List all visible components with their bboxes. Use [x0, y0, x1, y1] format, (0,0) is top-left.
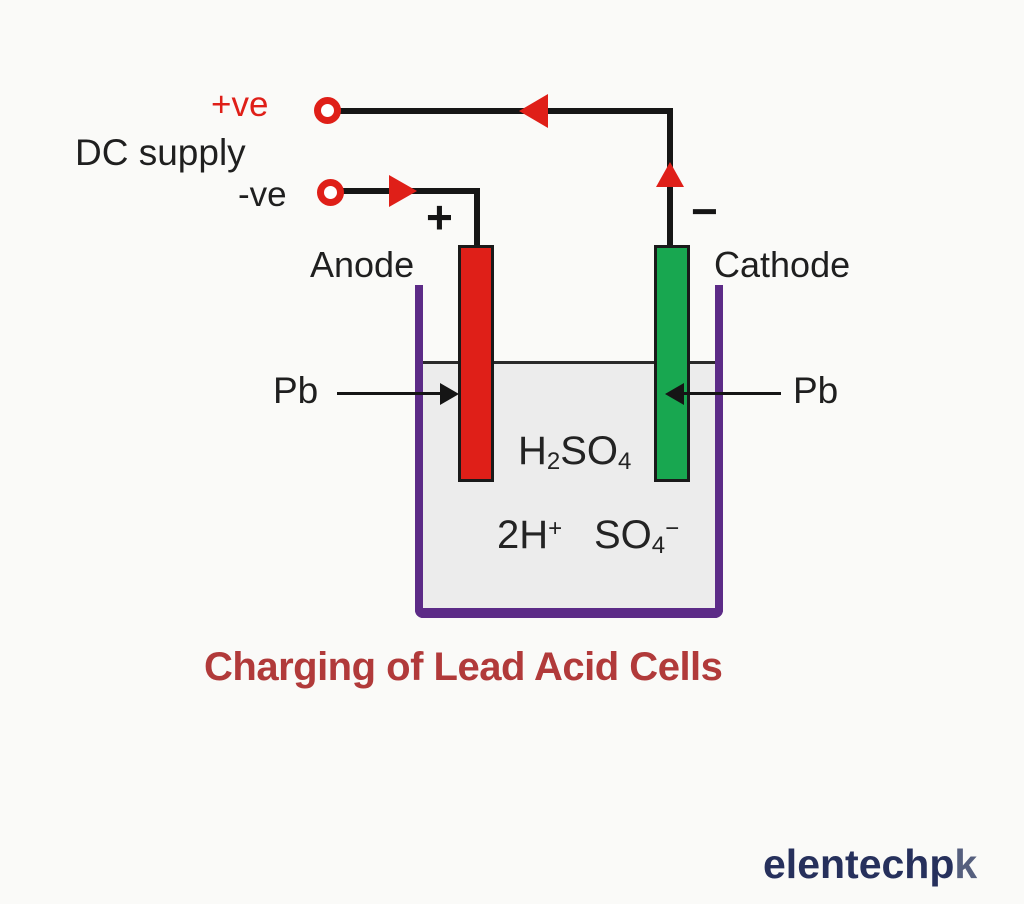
watermark-tail: k: [954, 841, 978, 887]
electrolyte-container: [415, 285, 723, 618]
watermark: elentechpk: [763, 841, 977, 888]
acid-formula-subscript-1: 2: [546, 448, 561, 476]
current-arrow-left-icon: [519, 94, 548, 128]
hydrogen-ion-formula: 2H+: [497, 513, 562, 558]
dc-supply-label: DC supply: [75, 132, 246, 173]
anode-polarity-sign: +: [426, 191, 453, 243]
cathode-label: Cathode: [714, 244, 851, 285]
anode-label: Anode: [310, 244, 415, 285]
cathode-electrode: [654, 245, 690, 482]
diagram-title: Charging of Lead Acid Cells: [204, 645, 723, 689]
negative-terminal-label: -ve: [238, 175, 287, 214]
pb-arrow-left-head-icon: [440, 383, 459, 405]
wire-anode-vertical: [474, 188, 480, 247]
acid-formula-subscript-2: 4: [618, 448, 632, 476]
anode-electrode: [458, 245, 494, 482]
acid-formula-base: H: [518, 429, 547, 473]
sulfate-ion-charge: −: [665, 515, 680, 542]
sulfate-ion-base: SO: [594, 513, 652, 557]
pb-label-left: Pb: [273, 370, 319, 411]
negative-terminal-icon: [317, 179, 344, 206]
pb-arrow-right-line: [684, 392, 781, 395]
current-arrow-right-icon: [389, 175, 417, 207]
cathode-polarity-sign: −: [691, 185, 718, 237]
watermark-main: elentechp: [763, 841, 955, 887]
hydrogen-ion-charge: +: [548, 515, 563, 542]
sulfate-ion-formula: SO4−: [594, 513, 680, 560]
positive-terminal-icon: [314, 97, 341, 124]
acid-formula-mid: SO: [560, 429, 619, 473]
sulfate-ion-subscript: 4: [651, 532, 666, 560]
acid-formula: H2SO4: [518, 429, 632, 476]
wire-positive-horizontal: [338, 108, 673, 114]
positive-terminal-label: +ve: [211, 85, 269, 124]
current-arrow-up-icon: [656, 162, 684, 187]
pb-label-right: Pb: [793, 370, 839, 411]
hydrogen-ion-base: 2H: [497, 513, 549, 557]
pb-arrow-left-line: [337, 392, 441, 395]
pb-arrow-right-head-icon: [665, 383, 684, 405]
